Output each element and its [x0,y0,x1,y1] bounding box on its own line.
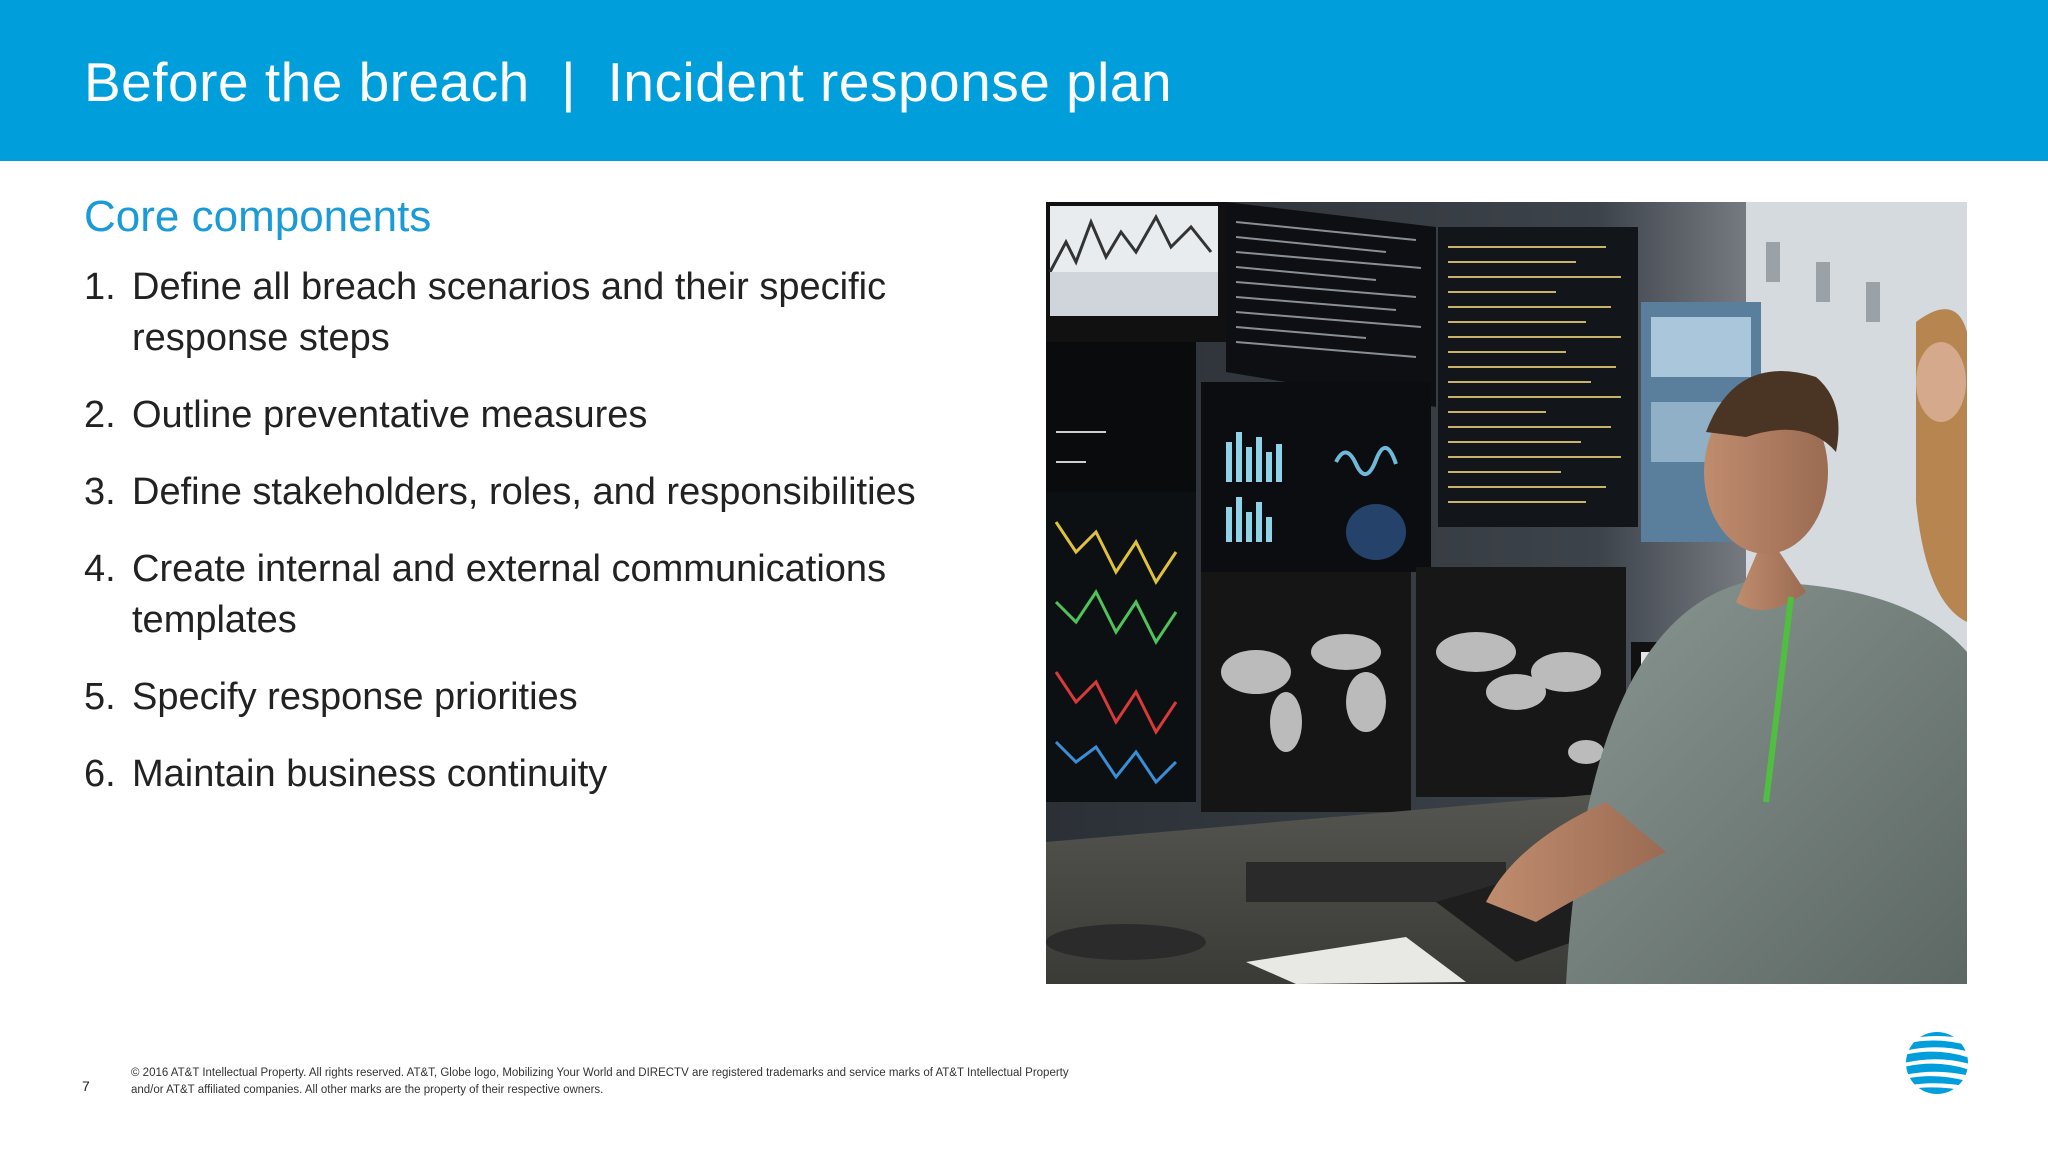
list-item: 1. Define all breach scenarios and their … [84,262,984,364]
list-item: 4. Create internal and external communica… [84,544,984,646]
legal-line-2: and/or AT&T affiliated companies. All ot… [131,1084,604,1096]
slide-header: Before the breach | Incident response pl… [0,0,2048,161]
legal-notice: © 2016 AT&T Intellectual Property. All r… [131,1065,1131,1099]
list-item: 6. Maintain business continuity [84,749,984,800]
item-text: Create internal and external communicati… [132,548,887,641]
slide-title: Before the breach | Incident response pl… [84,51,1173,113]
item-number: 3. [84,471,116,513]
page-number: 7 [82,1078,90,1094]
item-number: 2. [84,394,116,436]
item-text: Define stakeholders, roles, and responsi… [132,471,916,513]
list-item: 5. Specify response priorities [84,672,984,723]
soc-photo [1046,202,1967,984]
item-number: 4. [84,548,116,590]
list-item: 2. Outline preventative measures [84,390,984,441]
section-heading: Core components [84,192,432,241]
item-text: Define all breach scenarios and their sp… [132,266,887,359]
item-number: 5. [84,676,116,718]
item-text: Maintain business continuity [132,753,608,795]
item-text: Specify response priorities [132,676,578,718]
att-globe-icon [1904,1030,1970,1096]
legal-line-1: © 2016 AT&T Intellectual Property. All r… [131,1067,1069,1079]
list-item: 3. Define stakeholders, roles, and respon… [84,467,984,518]
item-number: 6. [84,753,116,795]
item-number: 1. [84,266,116,308]
core-components-list: 1. Define all breach scenarios and their … [84,262,984,826]
item-text: Outline preventative measures [132,394,648,436]
